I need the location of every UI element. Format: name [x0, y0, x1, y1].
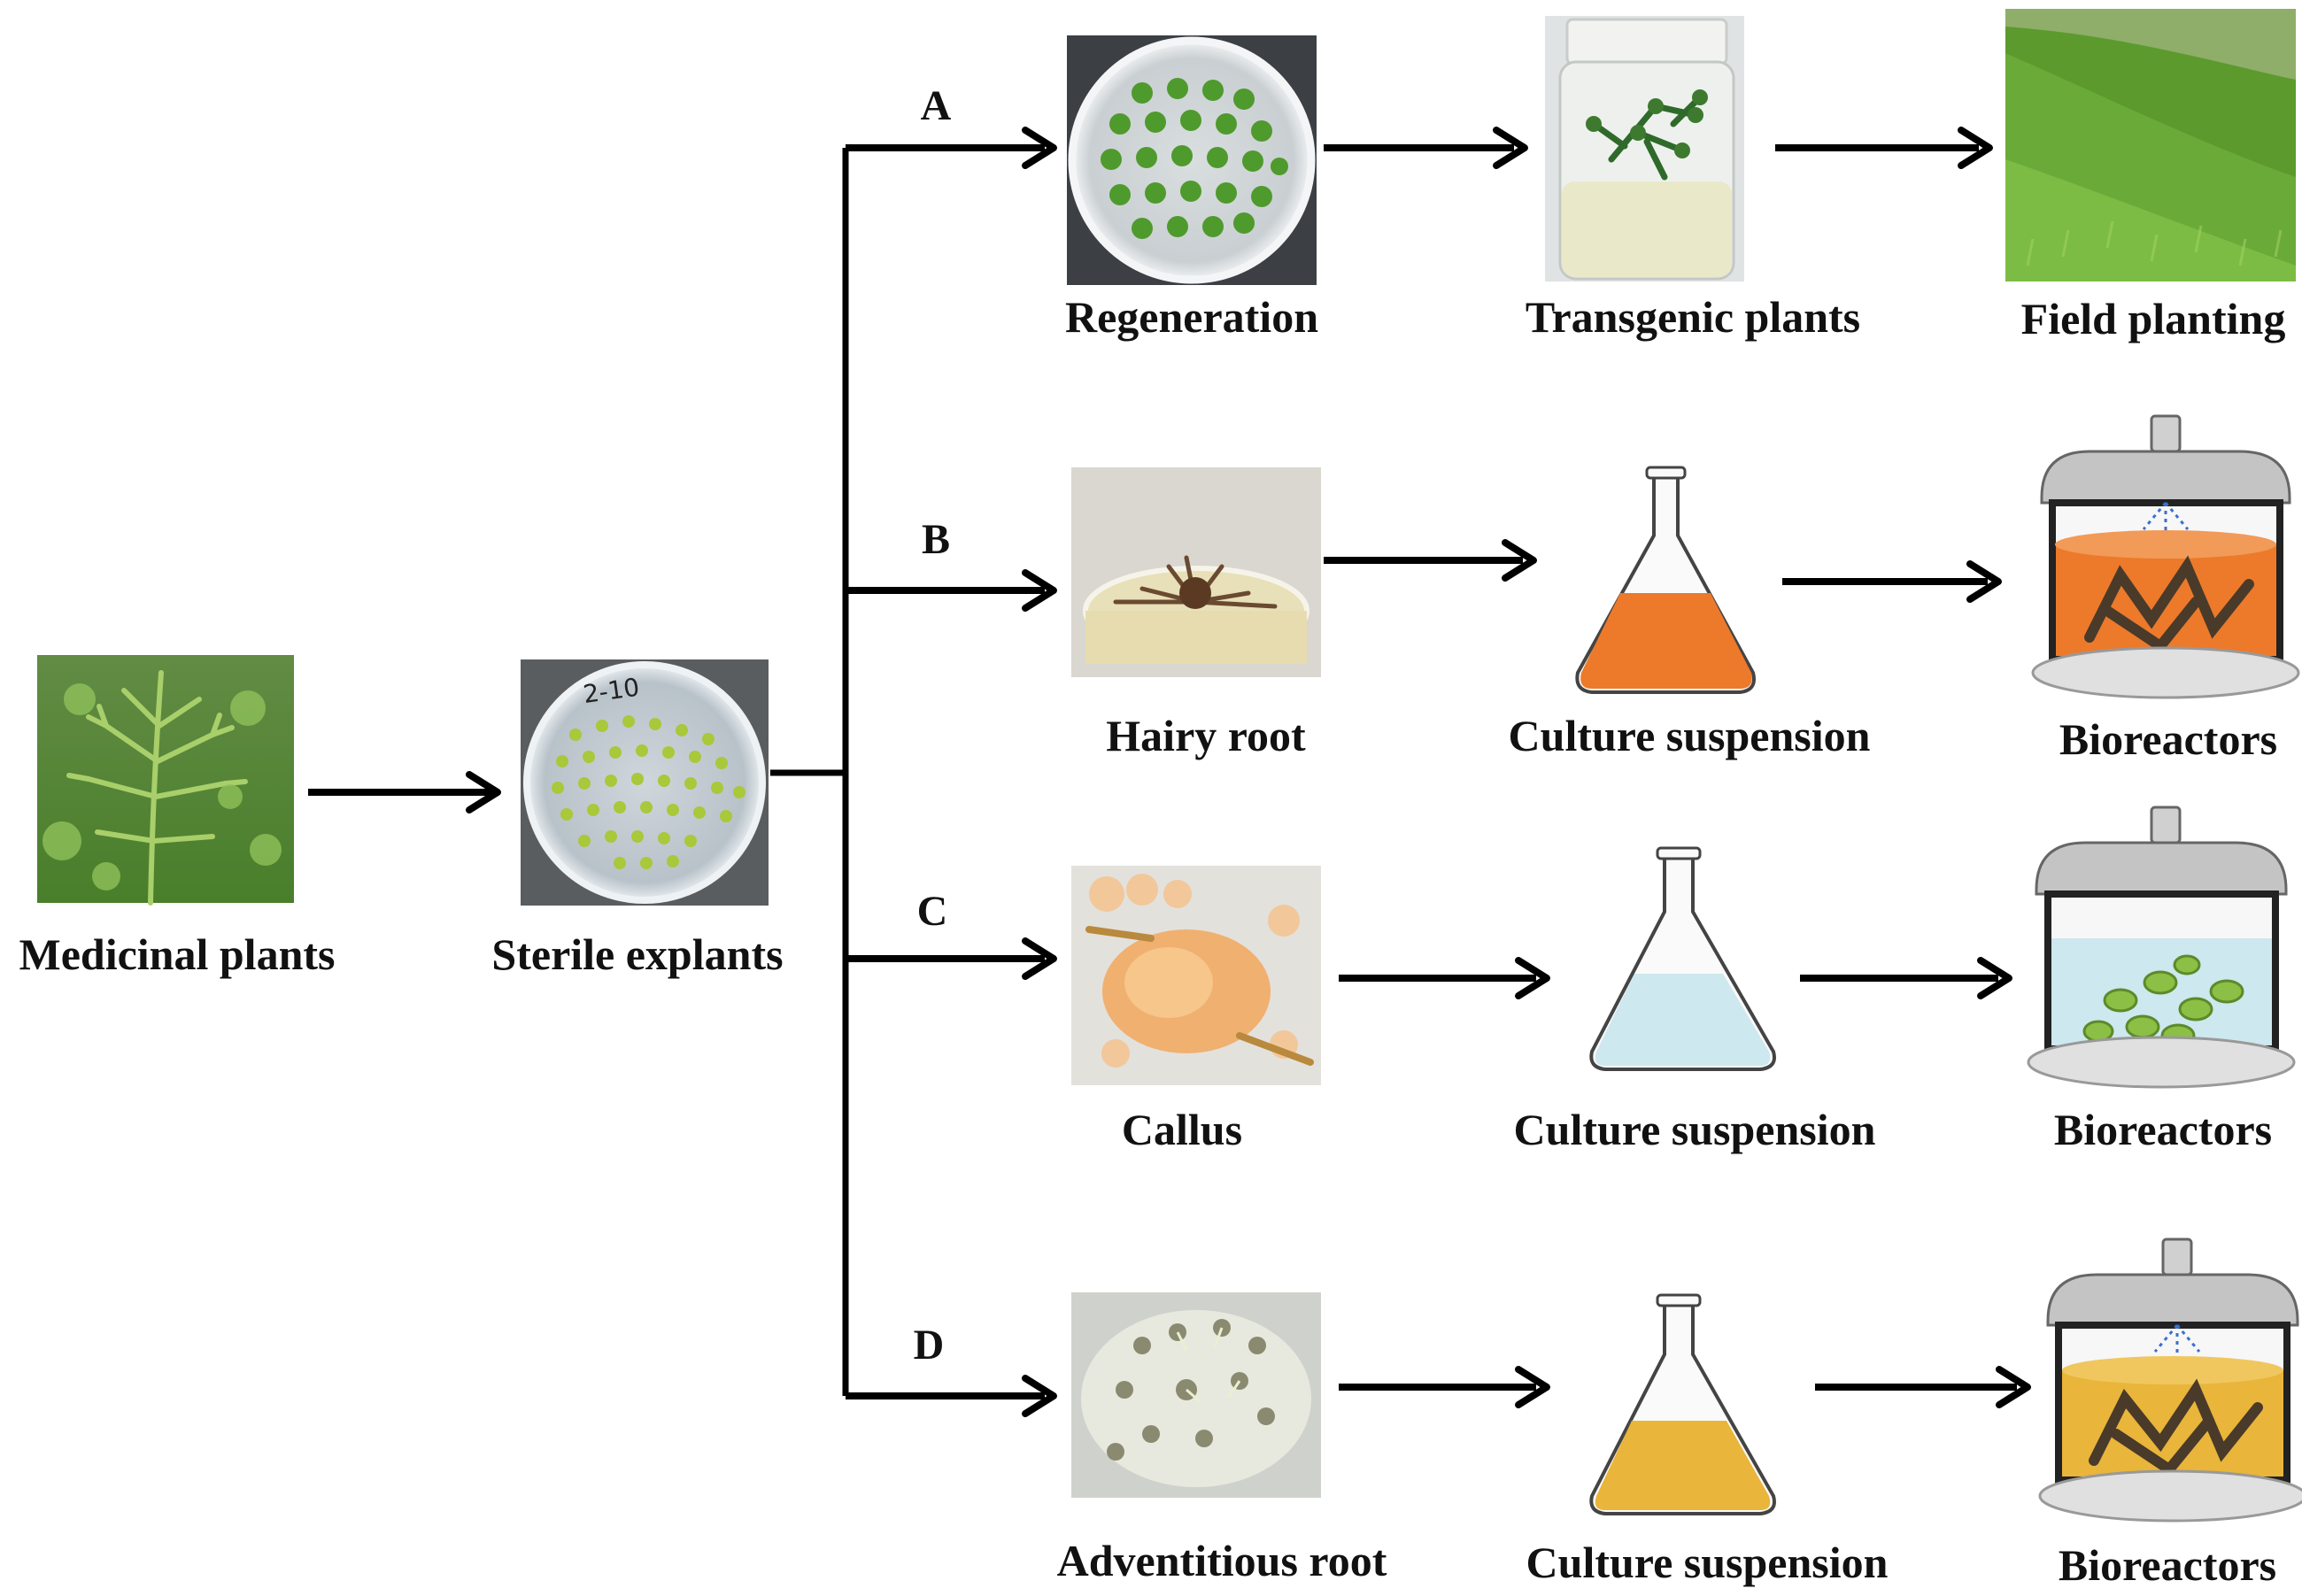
callus-photo-icon: [1071, 866, 1321, 1085]
plant-photo-icon: [37, 655, 294, 906]
callus-label: Callus: [1122, 1105, 1242, 1154]
erlenmeyer-flask-icon: [1575, 466, 1756, 694]
erlenmeyer-flask-icon: [1589, 1293, 1776, 1515]
bioreactors-d-label: Bioreactors: [2059, 1540, 2276, 1590]
bioreactor-icon: [2027, 806, 2296, 1089]
hairy-root-dish-icon: [1071, 467, 1321, 677]
culture-suspension-d-label: Culture suspension: [1526, 1538, 1889, 1587]
hairy-root-label: Hairy root: [1106, 711, 1306, 760]
bioreactor-icon: [2031, 414, 2300, 699]
erlenmeyer-flask-icon: [1589, 846, 1776, 1071]
bioreactor-icon: [2038, 1237, 2302, 1523]
field-photo-icon: [2005, 9, 2296, 281]
regeneration-label: Regeneration: [1065, 292, 1318, 342]
tree-connectors: [308, 127, 1057, 1417]
culture-suspension-c-label: Culture suspension: [1514, 1105, 1876, 1154]
branch-a-letter: A: [921, 82, 952, 129]
adventitious-root-label: Adventitious root: [1057, 1536, 1387, 1585]
culture-suspension-b-label: Culture suspension: [1509, 711, 1871, 760]
branch-b-letter: B: [922, 516, 950, 563]
branch-c-letter: C: [917, 888, 948, 935]
step-arrows: [1324, 127, 2031, 1408]
field-planting-label: Field planting: [2021, 294, 2286, 343]
medicinal-plants-label: Medicinal plants: [19, 929, 336, 979]
petri-dish-plantlets-icon: [1067, 35, 1317, 285]
bioreactors-c-label: Bioreactors: [2054, 1105, 2272, 1154]
sterile-explants-label: Sterile explants: [491, 929, 783, 979]
adventitious-root-dish-icon: [1071, 1292, 1321, 1498]
transgenic-plants-label: Transgenic plants: [1526, 292, 1860, 342]
branch-d-letter: D: [914, 1322, 945, 1369]
culture-jar-icon: [1545, 16, 1744, 281]
bioreactors-b-label: Bioreactors: [2059, 714, 2277, 764]
petri-dish-explants-icon: 2-10: [521, 659, 769, 906]
